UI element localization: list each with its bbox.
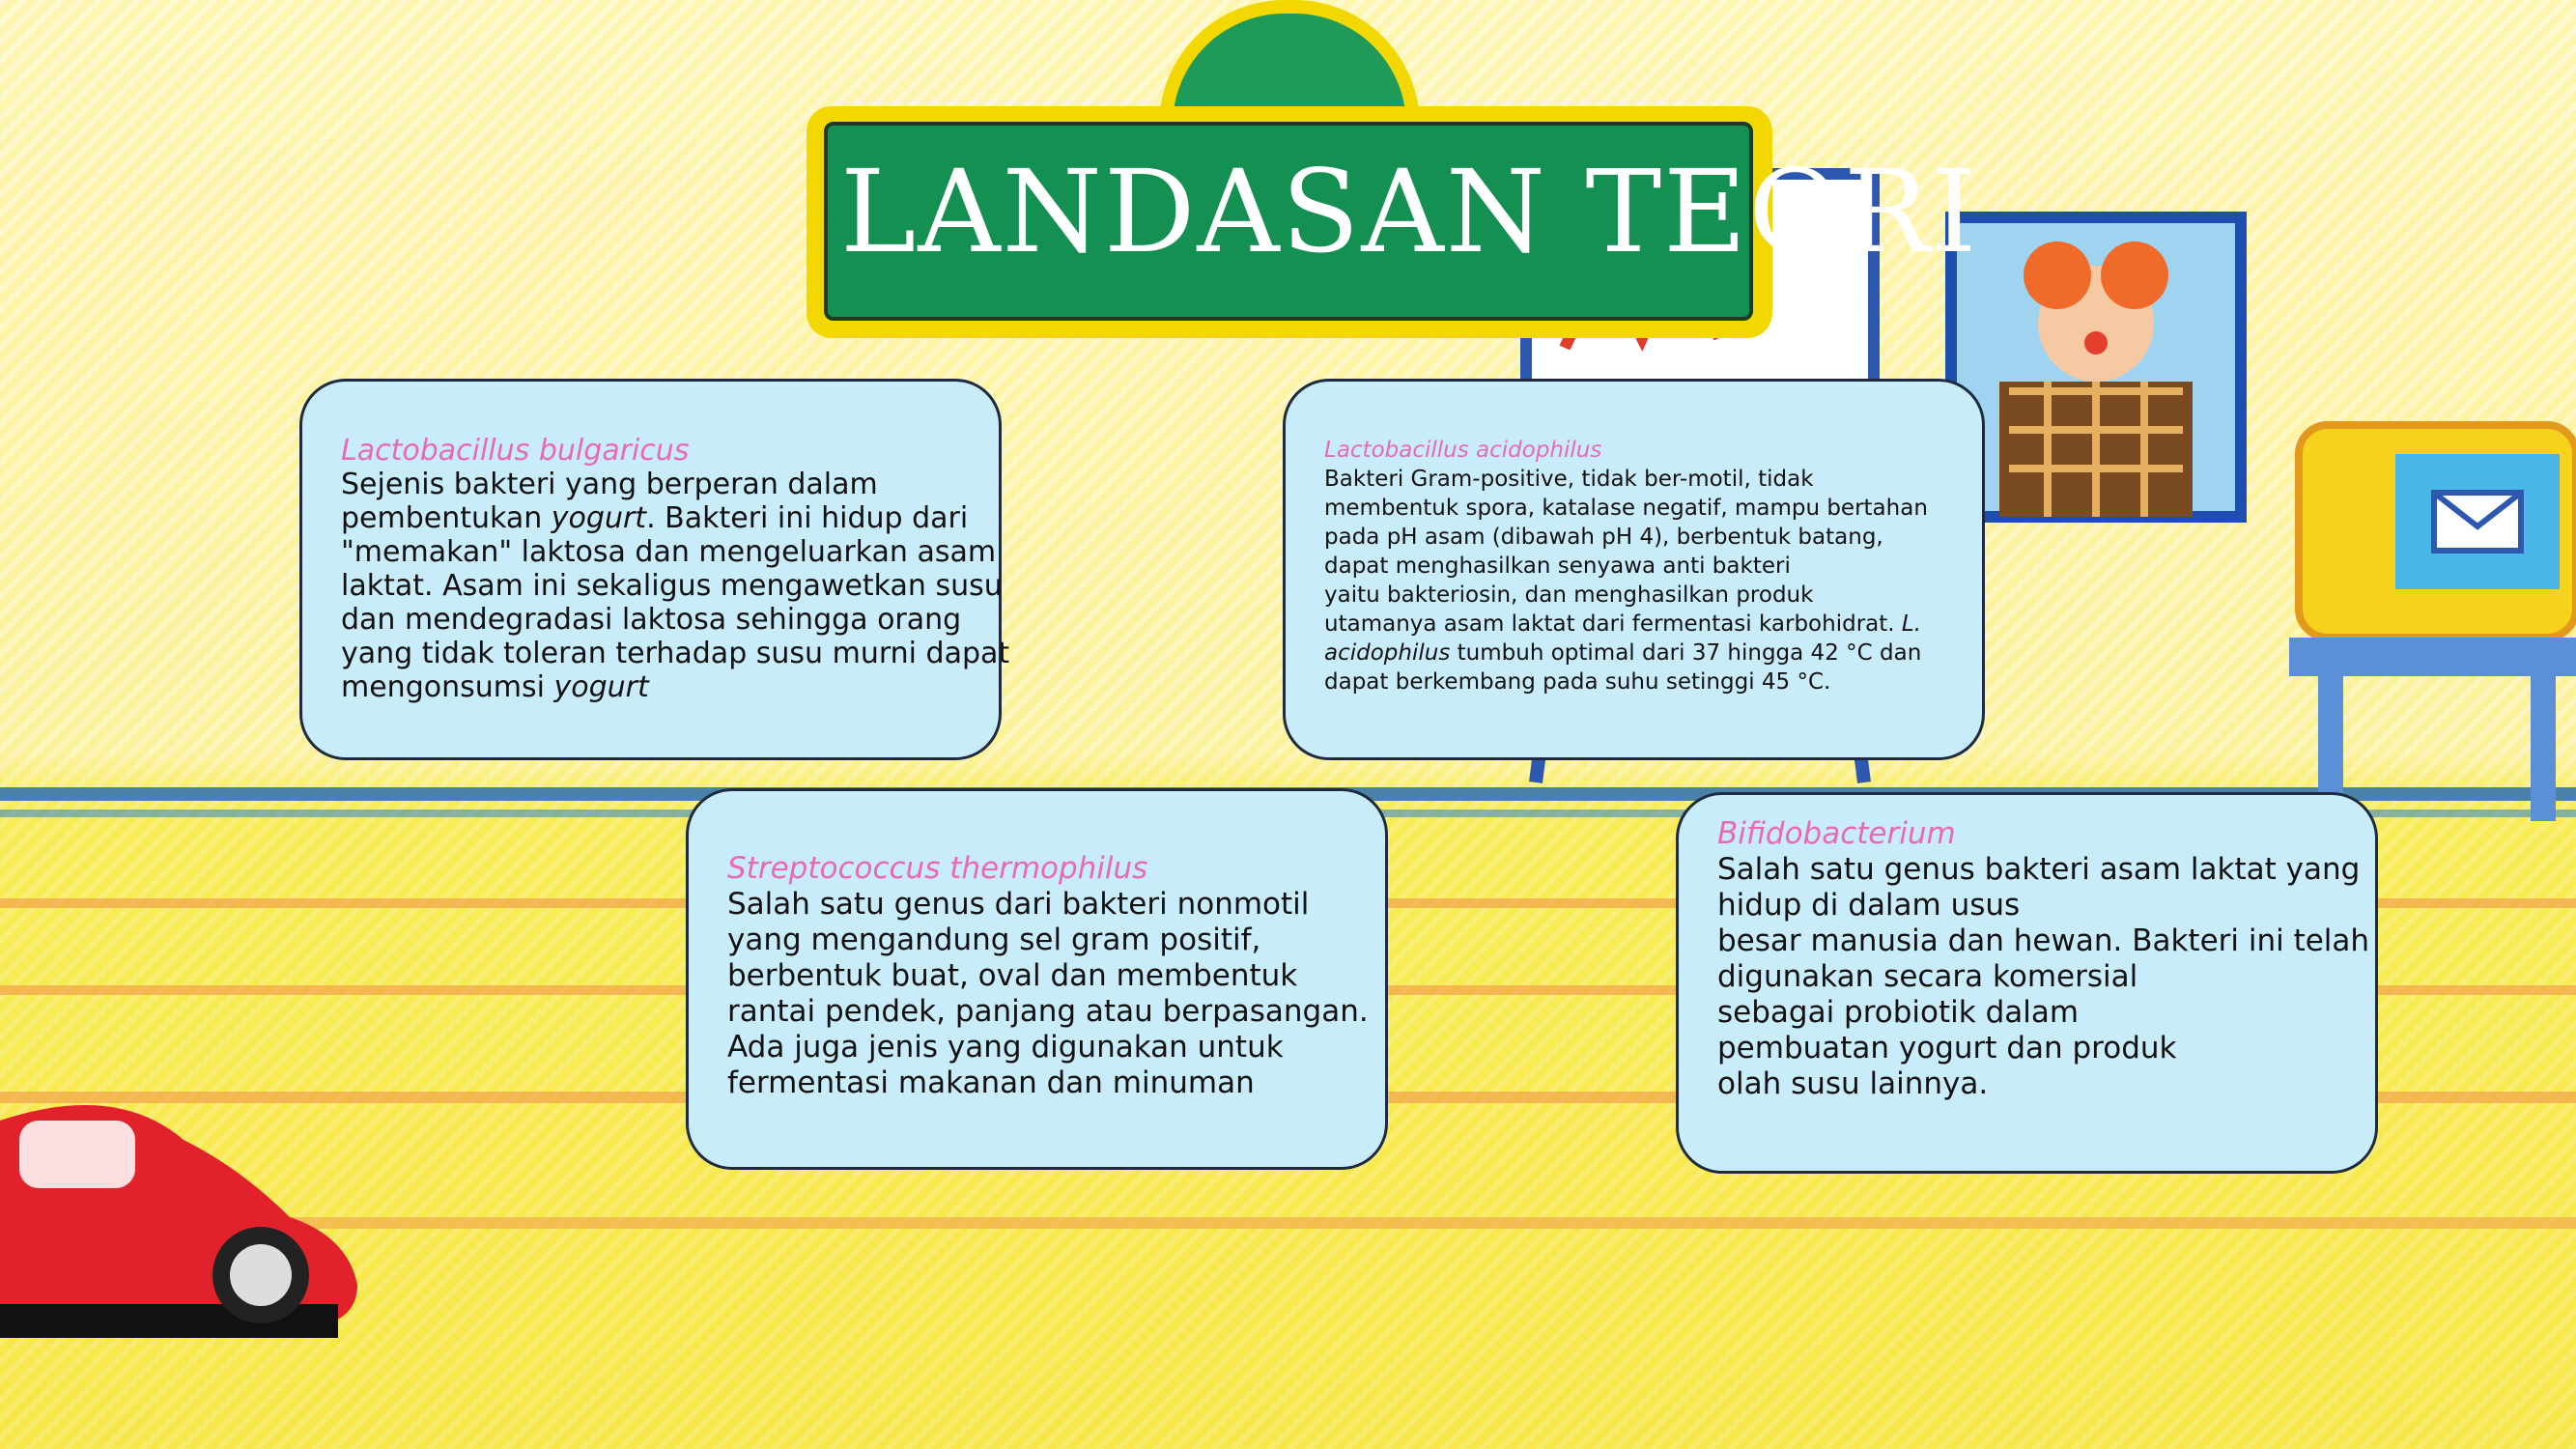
slide-title: LANDASAN TEORI: [840, 145, 1979, 278]
card-title: Bifidobacterium: [1717, 816, 1956, 851]
card-bifidobacterium: Bifidobacterium Salah satu genus bakteri…: [1676, 792, 2378, 1174]
window-clown-illustration: [1945, 212, 2247, 523]
card-title: Lactobacillus acidophilus: [1324, 438, 1602, 463]
card-streptococcus-thermophilus: Streptococcus thermophilus Salah satu ge…: [686, 788, 1388, 1170]
card-body: Sejenis bakteri yang berperan dalam pemb…: [341, 468, 1010, 704]
car-illustration: [0, 1105, 357, 1338]
card-lactobacillus-acidophilus: Lactobacillus acidophilus Bakteri Gram-p…: [1283, 379, 1985, 760]
card-body: Salah satu genus bakteri asam laktat yan…: [1717, 852, 2370, 1101]
card-lactobacillus-bulgaricus: Lactobacillus bulgaricus Sejenis bakteri…: [299, 379, 1010, 760]
sign-board: [824, 122, 1753, 321]
card-title: Lactobacillus bulgaricus: [341, 434, 690, 468]
computer-monitor-illustration: [2289, 421, 2576, 821]
card-title: Streptococcus thermophilus: [727, 851, 1148, 886]
card-body: Bakteri Gram-positive, tidak ber-motil, …: [1324, 467, 1928, 695]
card-body: Salah satu genus dari bakteri nonmotil y…: [727, 887, 1369, 1100]
floor-stripe: [0, 1217, 2576, 1229]
